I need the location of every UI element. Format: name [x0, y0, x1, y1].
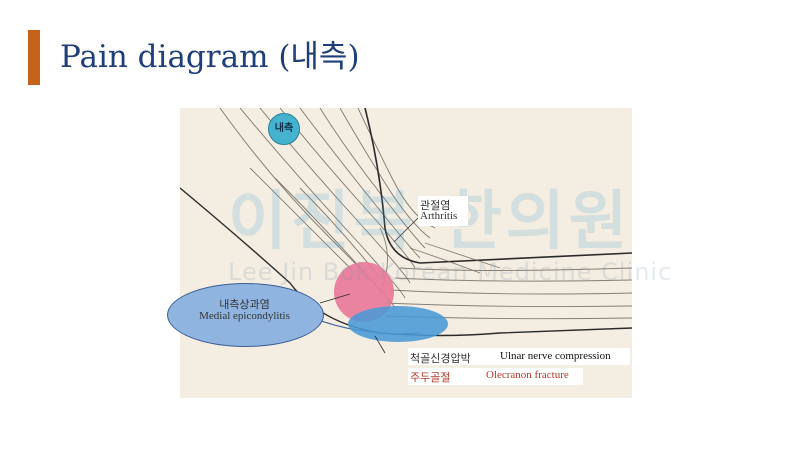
ulnar-label-en: Ulnar nerve compression — [500, 350, 611, 362]
title-accent-bar — [28, 30, 40, 85]
elbow-anatomy-figure — [180, 108, 632, 398]
epicondylitis-label-ko: 내측상과염 — [219, 299, 270, 311]
arthritis-pain-region — [334, 262, 394, 322]
label-backdrop — [408, 368, 583, 385]
olecranon-label-ko: 주두골절 — [410, 372, 451, 384]
label-backdrop — [418, 196, 468, 226]
arthritis-label-ko: 관절염 — [420, 200, 451, 212]
label-backdrop — [408, 348, 630, 365]
ulnar-label-ko: 척골신경압박 — [410, 353, 471, 365]
medial-side-badge: 내측 — [268, 113, 300, 145]
arthritis-label-en: Arthritis — [420, 210, 458, 222]
ulnar-nerve-pain-region — [348, 306, 448, 342]
page-title: Pain diagram (내측) — [60, 39, 360, 75]
epicondylitis-label-en: Medial epicondylitis — [199, 310, 290, 322]
epicondylitis-callout-ellipse — [167, 283, 324, 347]
olecranon-label-en: Olecranon fracture — [486, 369, 569, 381]
